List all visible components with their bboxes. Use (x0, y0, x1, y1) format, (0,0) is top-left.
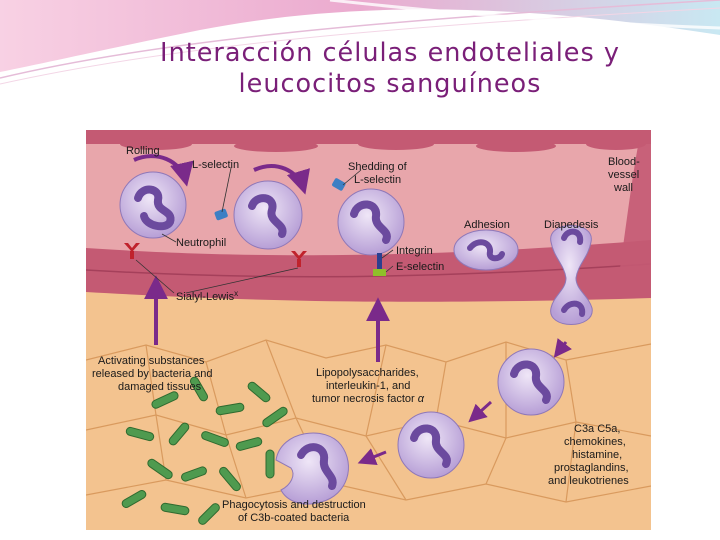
label-blood-vessel-1: Blood- (608, 156, 640, 168)
label-sialyl-lewis-main: Sialyl-Lewis (176, 291, 235, 303)
label-neutrophil: Neutrophil (176, 237, 226, 249)
label-rolling: Rolling (126, 145, 160, 157)
label-activating-3: damaged tissues (118, 381, 202, 393)
l-selectin-shed-marker (332, 178, 346, 191)
label-c3a-3: histamine, (572, 449, 622, 461)
neutrophil-diapedesis (550, 225, 593, 325)
rolling-arrow-1 (133, 154, 194, 187)
bacteria-cluster (121, 376, 288, 525)
label-integrin: Integrin (396, 245, 433, 257)
leukocyte-extravasation-figure: Rolling L-selectin Shedding of L-selecti… (86, 130, 651, 530)
header-swoosh-decoration (0, 0, 720, 85)
label-diapedesis: Diapedesis (544, 219, 599, 231)
label-adhesion: Adhesion (464, 219, 510, 231)
label-sialyl-lewis-sup: x (234, 289, 238, 298)
integrin-e-selectin-marker (373, 253, 386, 276)
label-blood-vessel-3: wall (613, 182, 633, 194)
label-activating-1: Activating substances (98, 355, 205, 367)
label-c3a-2: chemokines, (564, 436, 626, 448)
vessel-top-endothelium (86, 130, 651, 152)
sialyl-lewis-marker-1 (124, 243, 140, 259)
label-blood-vessel-2: vessel (608, 169, 639, 181)
neutrophil-rolling-2 (233, 180, 303, 250)
label-phagocytosis-1: Phagocytosis and destruction (222, 499, 366, 511)
figure-canvas: Rolling L-selectin Shedding of L-selecti… (86, 130, 651, 530)
label-activating-2: released by bacteria and (92, 368, 212, 380)
slide-title-line2: leucocitos sanguíneos (238, 69, 542, 99)
neutrophil-tissue-approaching (397, 411, 465, 479)
neutrophil-rolling-1 (119, 171, 187, 239)
label-c3a-1: C3a C5a, (574, 423, 620, 435)
label-c3a-5: and leukotrienes (548, 475, 629, 487)
neutrophil-tissue-migrating (497, 348, 565, 416)
label-c3a-4: prostaglandins, (554, 462, 629, 474)
vessel-right-wall (616, 130, 651, 295)
leader-lines (135, 167, 394, 294)
slide-title: Interacción células endoteliales y leuco… (60, 38, 720, 100)
label-sialyl-lewis: Sialyl-Lewisx (176, 289, 238, 303)
neutrophil-shedding (337, 188, 405, 256)
slide-title-line1: Interacción células endoteliales y (160, 38, 620, 68)
l-selectin-marker (214, 208, 228, 221)
label-lps-2: interleukin-1, and (326, 380, 410, 392)
label-shedding-2: L-selectin (354, 174, 401, 186)
tissue-area (86, 280, 651, 530)
label-lps-3-main: tumor necrosis factor (312, 393, 415, 405)
arrow-migration-2 (468, 400, 493, 423)
arrow-migration-1 (553, 338, 572, 358)
sialyl-lewis-marker-2 (291, 251, 307, 267)
rolling-arrow-2 (253, 164, 310, 195)
label-shedding-1: Shedding of (348, 161, 408, 173)
label-lps-alpha: α (418, 393, 425, 405)
label-e-selectin: E-selectin (396, 261, 444, 273)
label-l-selectin: L-selectin (192, 159, 239, 171)
label-phagocytosis-2: of C3b-coated bacteria (238, 512, 350, 524)
neutrophil-phagocytosing (275, 432, 349, 505)
neutrophil-adhesion (453, 229, 519, 271)
label-lps-1: Lipopolysaccharides, (316, 367, 419, 379)
arrow-migration-3 (357, 448, 387, 466)
